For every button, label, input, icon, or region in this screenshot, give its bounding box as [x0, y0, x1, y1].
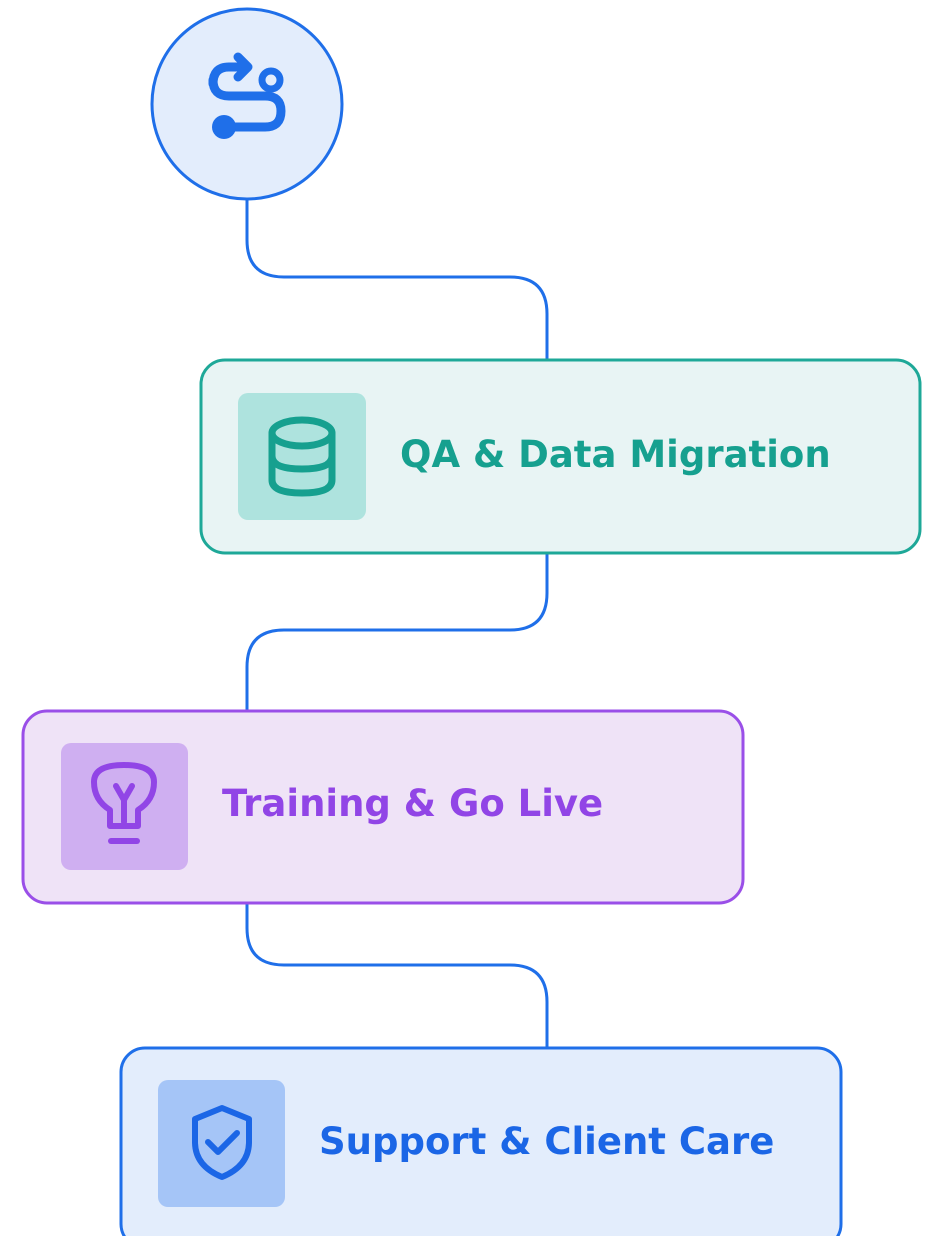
step-card-training-go-live: Training & Go Live [21, 709, 745, 905]
step-label: Training & Go Live [222, 782, 603, 825]
connector-step-2-to-step-3 [245, 901, 549, 1050]
database-icon [268, 416, 336, 497]
connector-step-1-to-step-2 [245, 551, 549, 713]
step-icon-chip [158, 1080, 285, 1207]
step-card-qa-data-migration: QA & Data Migration [199, 358, 922, 555]
connector-start-to-step-1 [245, 196, 549, 362]
shield-check-icon [192, 1105, 252, 1180]
step-card-support-client-care: Support & Client Care [119, 1046, 843, 1236]
lightbulb-icon [91, 762, 157, 844]
step-icon-chip [238, 393, 366, 520]
step-label: QA & Data Migration [400, 433, 831, 476]
step-label: Support & Client Care [319, 1120, 774, 1163]
start-node [150, 7, 344, 201]
route-icon [208, 52, 286, 139]
